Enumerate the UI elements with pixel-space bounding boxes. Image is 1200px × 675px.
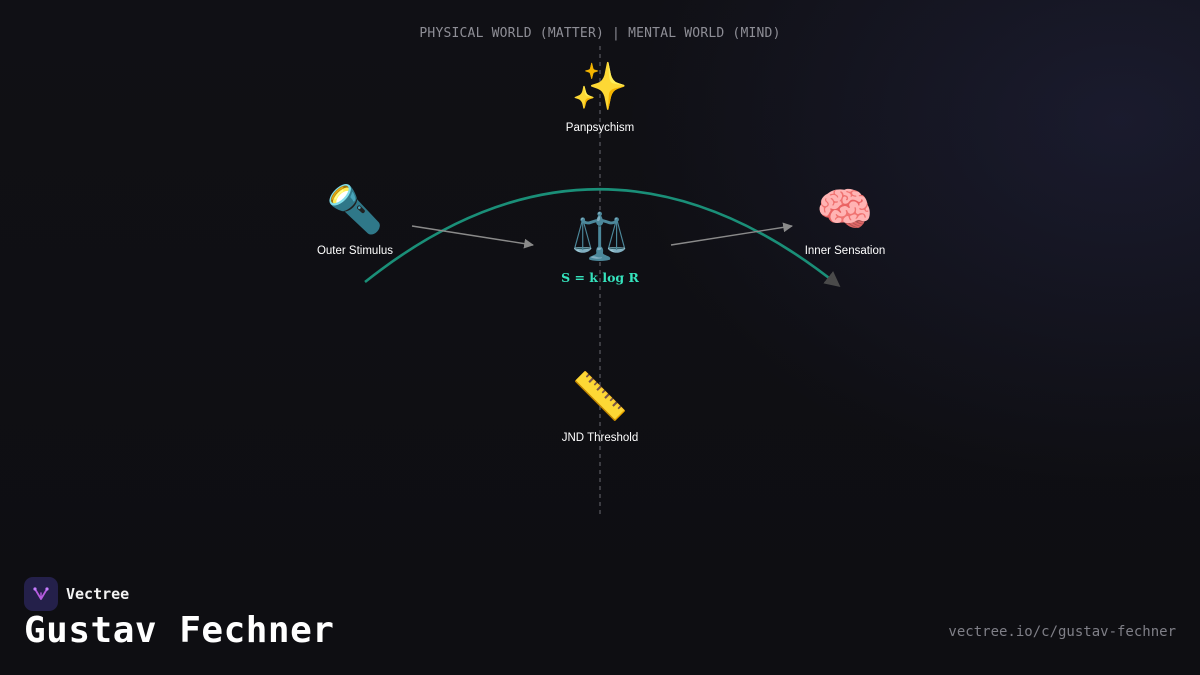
brand-name: Vectree [66,585,130,603]
flashlight-icon: 🔦 [326,184,384,235]
law-to-sensation-arrow [670,222,793,246]
mind-matter-header: PHYSICAL WORLD (MATTER) | MENTAL WORLD (… [419,26,781,41]
node-label: JND Threshold [561,432,639,444]
node-panpsychism: ✨ Panpsychism [520,60,680,134]
transformation-arc [364,187,841,287]
sparkles-icon: ✨ [571,61,629,112]
node-label: Inner Sensation [804,245,886,257]
node-law: ⚖️ [520,210,680,264]
node-label: Outer Stimulus [316,245,394,257]
node-label: Panpsychism [565,122,635,134]
node-inner-sensation: 🧠 Inner Sensation [765,183,925,257]
node-outer-stimulus: 🔦 Outer Stimulus [275,183,435,257]
page-url[interactable]: vectree.io/c/gustav-fechner [948,624,1176,640]
node-jnd-threshold: 📏 JND Threshold [520,370,680,444]
vectree-logo-icon [24,577,58,611]
brand: Vectree [24,577,129,611]
ruler-icon: 📏 [571,371,629,422]
fechner-law-formula: S = k log R [561,270,639,285]
stimulus-to-law-arrow [411,225,534,249]
balance-scale-icon: ⚖️ [571,211,629,262]
page-title: Gustav Fechner [24,610,335,651]
brain-icon: 🧠 [816,184,874,235]
